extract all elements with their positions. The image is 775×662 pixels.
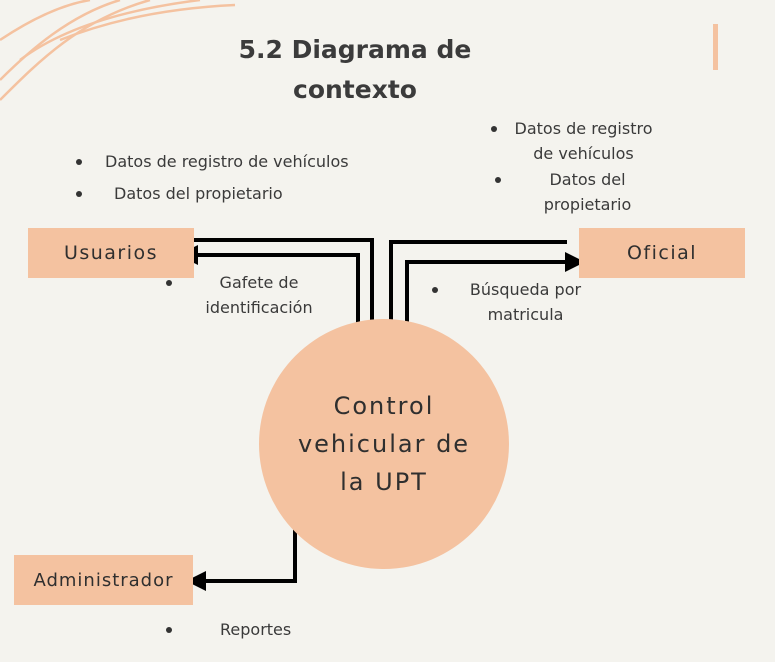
- entity-usuarios: Usuarios: [28, 228, 194, 278]
- entity-usuarios-label: Usuarios: [63, 242, 159, 264]
- bullet-icon: [495, 177, 501, 183]
- bullet-icon: [76, 191, 82, 197]
- entity-oficial-label: Oficial: [626, 242, 698, 264]
- bullet-icon: [491, 126, 497, 132]
- arrow-process-to-administrador: [186, 516, 297, 591]
- note-admin-reportes: Reportes: [220, 620, 292, 639]
- note-oficial-busqueda: Búsqueda por matricula: [469, 280, 582, 324]
- entity-administrador-label: Administrador: [33, 569, 174, 591]
- arrow-process-to-oficial: [405, 252, 585, 338]
- bullet-icon: [166, 627, 172, 633]
- note-usuarios-registro: Datos de registro de vehículos: [105, 152, 349, 171]
- arrow-usuarios-to-process: [194, 238, 382, 352]
- bullet-icon: [166, 280, 172, 286]
- entity-oficial: Oficial: [579, 228, 745, 278]
- bullet-icon: [76, 159, 82, 165]
- process-circle: Control vehicular de la UPT: [259, 319, 509, 569]
- process-label: Control vehicular de la UPT: [297, 392, 471, 496]
- note-oficial-propietario: Datos del propietario: [543, 170, 632, 214]
- page-title: 5.2 Diagrama de contexto: [238, 35, 472, 104]
- arrow-process-to-usuarios: [178, 245, 360, 327]
- accent-bar: [713, 24, 718, 70]
- entity-administrador: Administrador: [14, 555, 193, 605]
- note-usuarios-propietario: Datos del propietario: [114, 184, 283, 203]
- note-oficial-registro: Datos de registro de vehículos: [514, 119, 653, 163]
- note-usuarios-gafete: Gafete de identificación: [205, 273, 313, 317]
- bullet-icon: [432, 287, 438, 293]
- decorative-curves: [0, 0, 236, 101]
- arrow-oficial-to-process: [381, 240, 567, 352]
